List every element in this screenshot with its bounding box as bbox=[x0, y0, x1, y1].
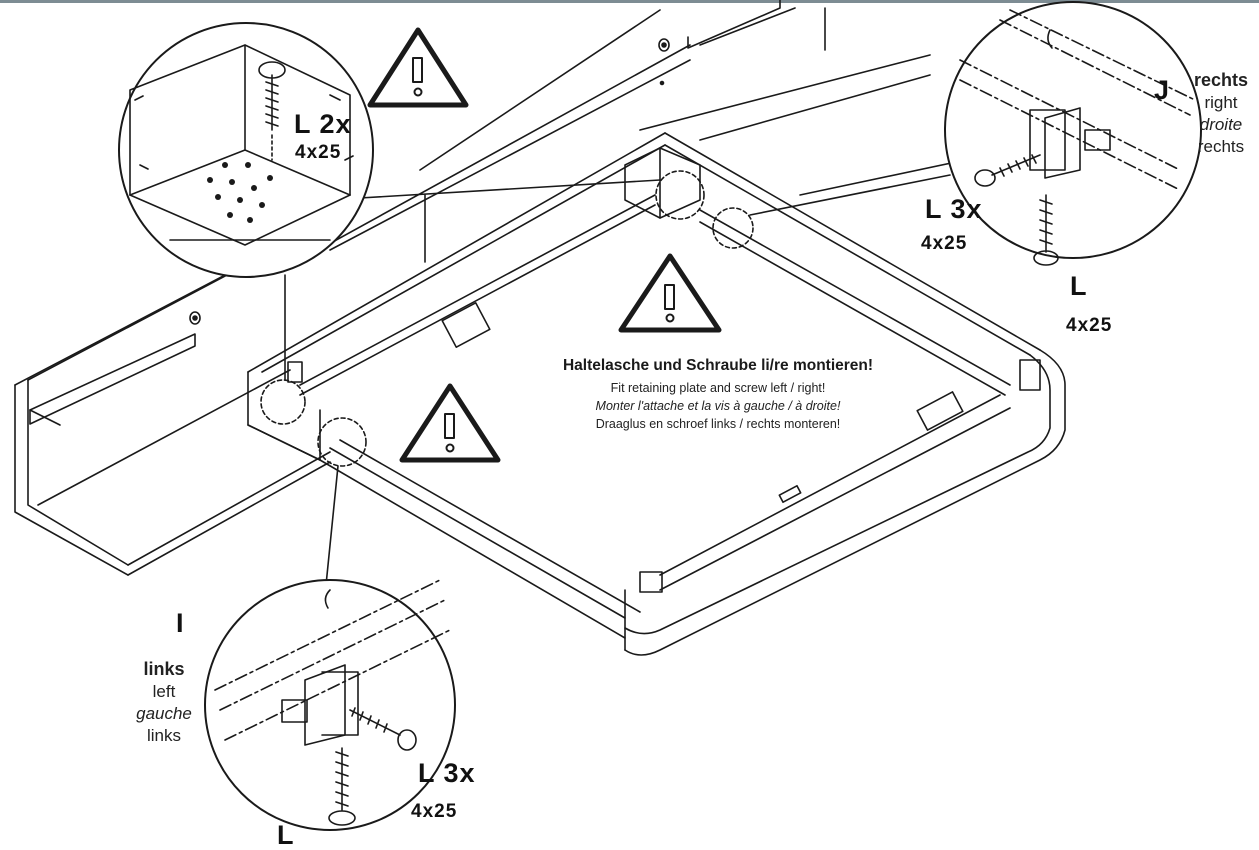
label-right-letter: J bbox=[1154, 75, 1171, 105]
side-right-nl: rechts bbox=[1197, 137, 1245, 156]
headboard-unit bbox=[14, 0, 1061, 576]
label-right-screw: L bbox=[1070, 271, 1088, 301]
instruction-nl: Draaglus en schroef links / rechts monte… bbox=[595, 417, 841, 431]
label-left-part: L 3x bbox=[418, 758, 476, 788]
side-left-de: links bbox=[143, 659, 185, 679]
instruction-en: Fit retaining plate and screw left / rig… bbox=[610, 381, 826, 395]
warning-icon bbox=[618, 253, 722, 333]
detail-circle-right bbox=[944, 1, 1202, 266]
instruction-de: Haltelasche und Schraube li/re montieren… bbox=[562, 357, 874, 374]
top-border bbox=[0, 0, 1259, 3]
label-right-part: L 3x bbox=[925, 194, 983, 224]
side-label-left: links left gauche links bbox=[128, 660, 200, 744]
warning-icon bbox=[399, 383, 501, 463]
label-left-screw: L bbox=[277, 820, 295, 850]
side-left-fr: gauche bbox=[136, 704, 192, 723]
side-right-fr: droite bbox=[1199, 115, 1243, 134]
instruction-block: Haltelasche und Schraube li/re montieren… bbox=[508, 357, 928, 435]
side-left-en: left bbox=[152, 682, 176, 701]
label-right-size: 4x25 bbox=[921, 233, 968, 254]
bed-frame bbox=[247, 132, 1066, 656]
detail-circle-left bbox=[204, 579, 456, 831]
label-top-size: 4x25 bbox=[295, 142, 342, 163]
side-left-nl: links bbox=[146, 726, 181, 745]
side-right-de: rechts bbox=[1193, 70, 1249, 90]
detail-circle-top bbox=[118, 22, 374, 278]
label-top-part: L 2x bbox=[294, 109, 352, 139]
label-left-size: 4x25 bbox=[411, 801, 458, 822]
side-label-right: rechts right droite rechts bbox=[1185, 71, 1257, 155]
label-right-screw-size: 4x25 bbox=[1066, 315, 1113, 336]
label-left-letter: I bbox=[176, 608, 185, 638]
instruction-fr: Monter l'attache et la vis à gauche / à … bbox=[595, 399, 841, 413]
side-right-en: right bbox=[1204, 93, 1238, 112]
warning-icon bbox=[367, 27, 469, 108]
